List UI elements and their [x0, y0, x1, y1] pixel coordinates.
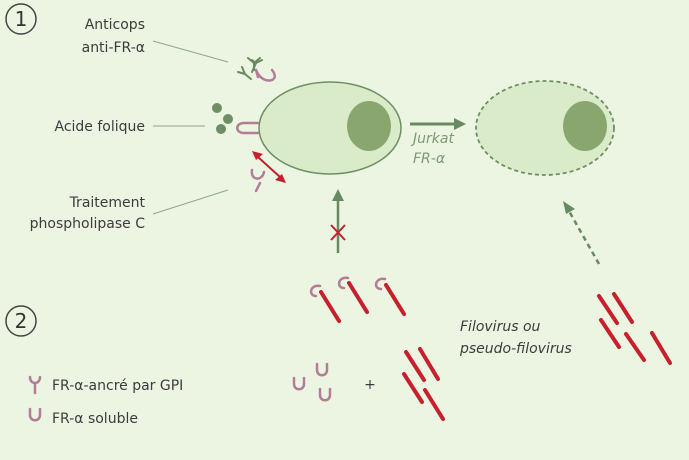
free-antibody-top: [247, 57, 261, 71]
virus-with-receptor-2: [337, 276, 369, 314]
entry-dashed-arrow: [563, 201, 601, 265]
cleaved-receptor: [250, 168, 266, 193]
soluble-receptors-group: [292, 362, 332, 402]
infected-cell-nucleus: [563, 101, 607, 151]
free-antibody-left: [237, 66, 252, 80]
label-treatment-line2: phospholipase C: [30, 216, 146, 232]
step-1-marker: 1: [5, 3, 37, 35]
label-treatment-line1: Traitement: [69, 195, 146, 211]
folic-acid-molecules: [212, 103, 233, 134]
step-2-number: 2: [15, 309, 28, 333]
label-cell-line2: FR-α: [413, 151, 446, 167]
transfection-arrow: [410, 118, 466, 130]
blocked-entry-arrow: [332, 189, 344, 253]
block-cross-icon: [330, 224, 346, 241]
label-folic-acid: Acide folique: [54, 119, 145, 135]
cell-nucleus: [347, 101, 391, 151]
cleavage-double-arrow: [252, 151, 286, 183]
legend-gpi-receptor-label: FR-α-ancré par GPI: [52, 378, 183, 394]
legend-soluble-receptor-label: FR-α soluble: [52, 411, 138, 427]
legend-gpi-receptor-icon: [28, 375, 42, 395]
step-1-number: 1: [15, 7, 28, 31]
label-virus-line1: Filovirus ou: [460, 319, 541, 335]
leader-line-treatment: [152, 189, 229, 215]
label-antibodies-line2: anti-FR-α: [82, 40, 145, 56]
label-virus-line2: pseudo-filovirus: [459, 341, 572, 357]
virus-with-receptor-1: [309, 284, 341, 323]
filovirus-cluster: [597, 292, 672, 365]
step-2-marker: 2: [5, 305, 37, 337]
label-cell-line1: Jurkat: [410, 131, 454, 147]
label-antibodies-line1: Anticops: [85, 17, 145, 33]
plus-sign: +: [364, 377, 376, 393]
legend-soluble-receptor-icon: [28, 407, 42, 422]
filovirus-cluster-step2: [402, 347, 445, 421]
virus-with-receptor-3: [374, 277, 406, 316]
folate-receptor: [236, 121, 260, 135]
leader-line-antibodies: [152, 40, 229, 63]
